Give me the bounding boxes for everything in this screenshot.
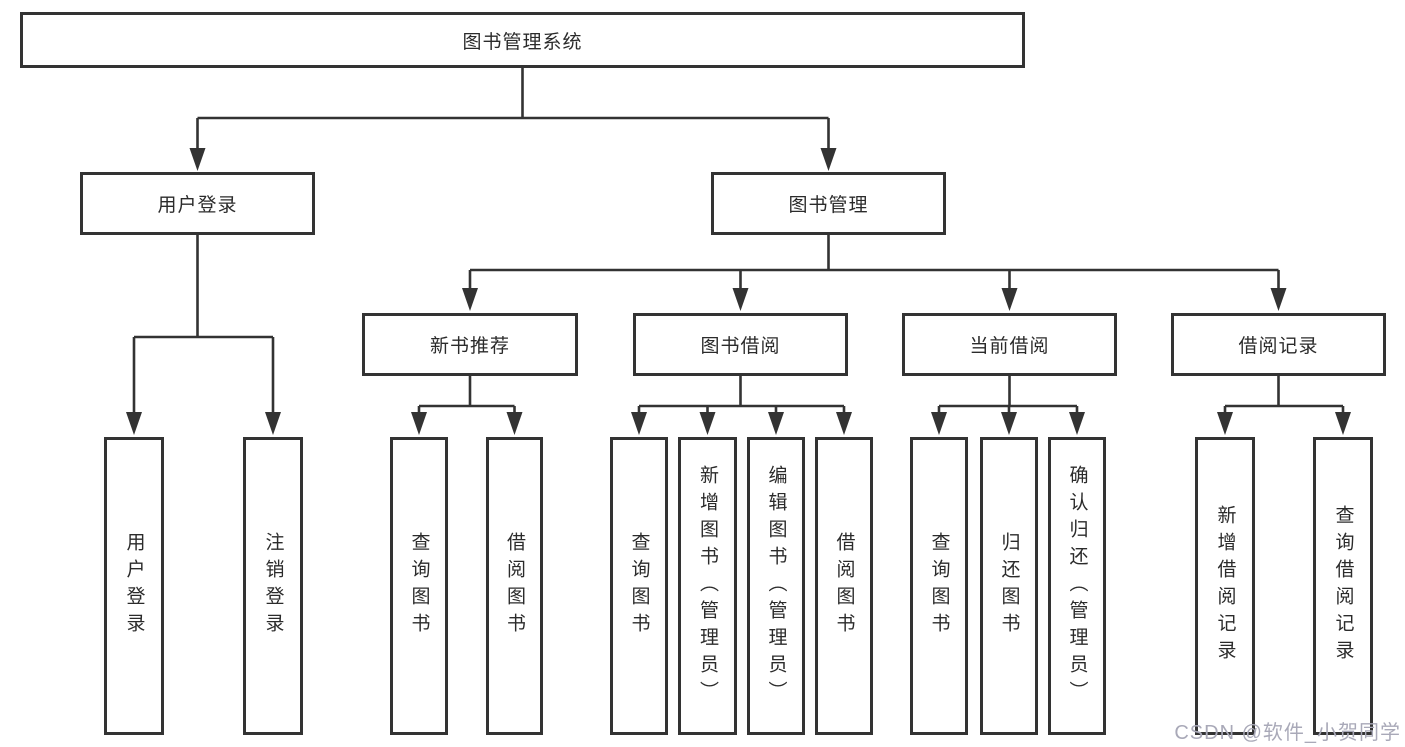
connector-root-to-level2 (189, 68, 837, 171)
node-book-management: 图书管理 (711, 172, 946, 235)
node-leaf-query-borrow-record: 查询借阅记录 (1313, 437, 1373, 735)
connector-userlogin-to-leaves (126, 235, 281, 435)
csdn-watermark: CSDN @软件_小贺同学 (1174, 722, 1401, 744)
node-new-book-recommend: 新书推荐 (362, 313, 578, 376)
connector-bookmgmt-to-level3 (462, 235, 1287, 311)
node-leaf-edit-book-admin: 编辑图书（管理员） (747, 437, 805, 735)
node-book-borrowing: 图书借阅 (633, 313, 848, 376)
connector-borrowrecords-to-leaves (1217, 376, 1351, 435)
node-leaf-query-books-current: 查询图书 (910, 437, 968, 735)
connector-currentborrow-to-leaves (931, 376, 1085, 435)
node-leaf-user-login: 用户登录 (104, 437, 164, 735)
node-leaf-query-books-borrow: 查询图书 (610, 437, 668, 735)
connector-bookborrow-to-leaves (631, 376, 852, 435)
node-leaf-query-books-recommend: 查询图书 (390, 437, 448, 735)
node-library-management-system: 图书管理系统 (20, 12, 1025, 68)
node-borrowing-records: 借阅记录 (1171, 313, 1386, 376)
node-current-borrowing: 当前借阅 (902, 313, 1117, 376)
node-leaf-borrow-books: 借阅图书 (815, 437, 873, 735)
connector-newbookrec-to-leaves (411, 376, 523, 435)
node-leaf-logout: 注销登录 (243, 437, 303, 735)
node-leaf-add-borrow-record: 新增借阅记录 (1195, 437, 1255, 735)
node-leaf-add-book-admin: 新增图书（管理员） (678, 437, 737, 735)
node-user-login: 用户登录 (80, 172, 315, 235)
node-leaf-return-book: 归还图书 (980, 437, 1038, 735)
node-leaf-confirm-return-admin: 确认归还（管理员） (1048, 437, 1106, 735)
node-leaf-borrow-books-recommend: 借阅图书 (486, 437, 543, 735)
